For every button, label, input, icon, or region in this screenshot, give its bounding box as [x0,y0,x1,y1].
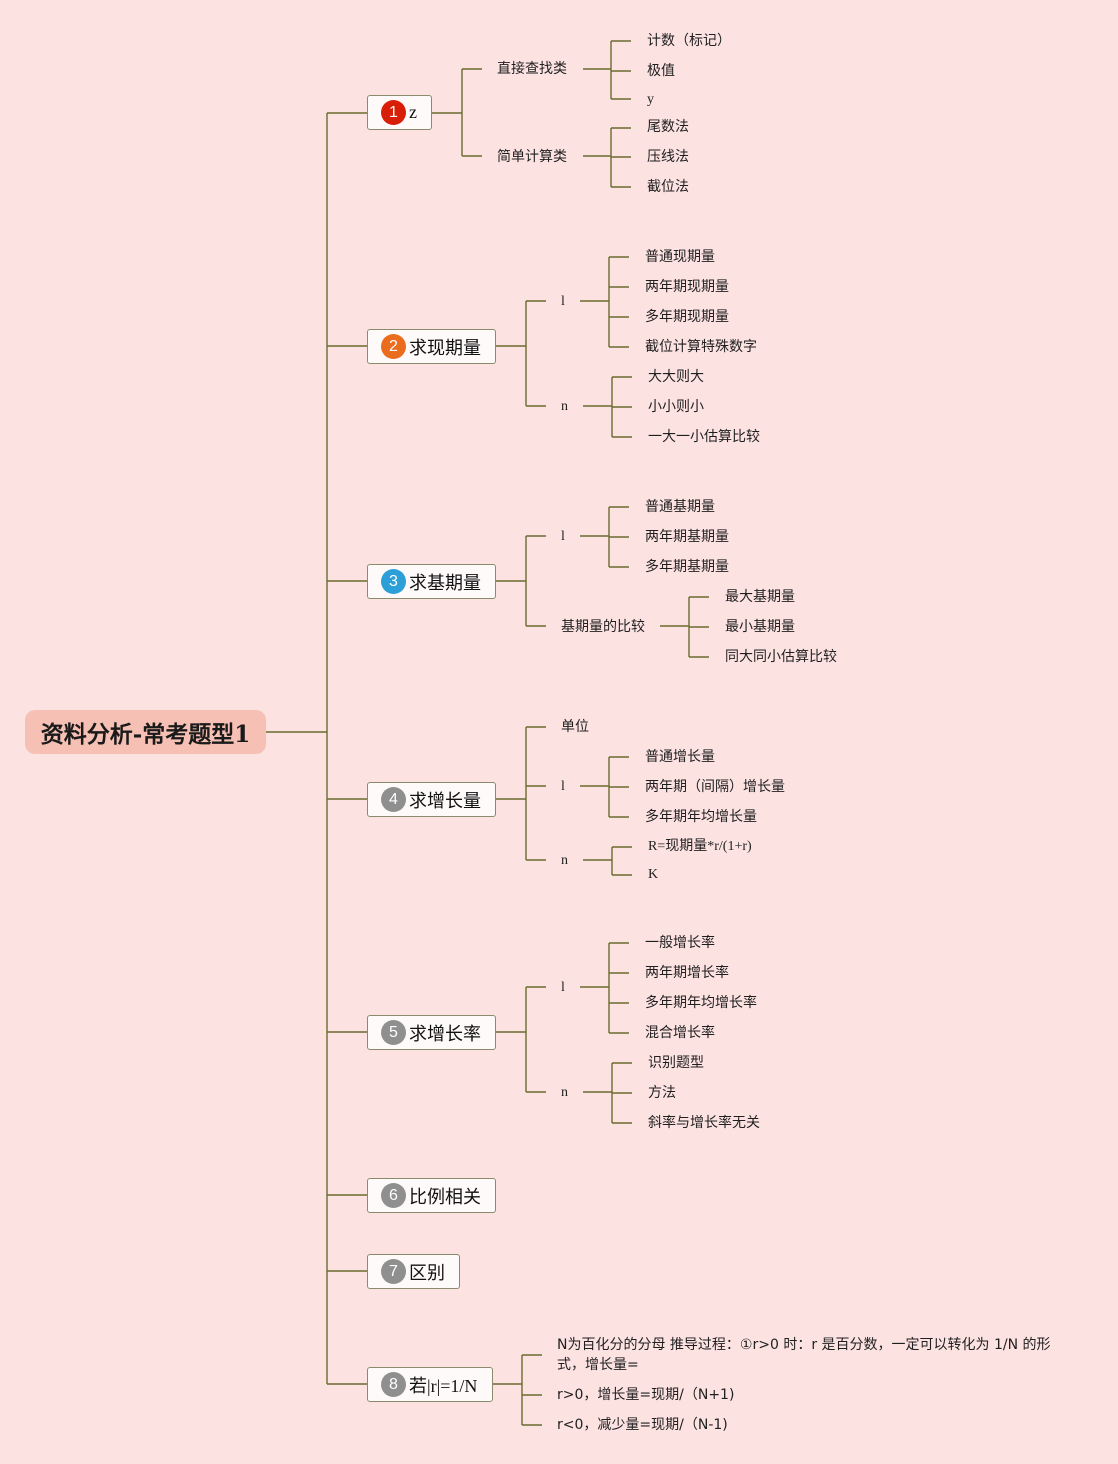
subtopic-l[interactable]: l [561,980,565,995]
subtopic-base-compare[interactable]: 基期量的比较 [561,619,645,635]
subtopic-direct-lookup[interactable]: 直接查找类 [497,61,567,77]
subtopic-n[interactable]: n [561,399,568,414]
topic-6-label: 比例相关 [409,1186,481,1208]
topic-1[interactable]: 1 z [367,95,432,130]
topic-4-label: 求增长量 [409,790,481,812]
leaf-item[interactable]: 截位计算特殊数字 [645,339,757,355]
leaf-item[interactable]: 同大同小估算比较 [725,649,837,665]
leaf-item[interactable]: r<0，减少量=现期/（N-1) [557,1417,728,1433]
number-7-icon: 7 [381,1259,406,1284]
leaf-item[interactable]: 方法 [648,1085,676,1101]
leaf-item[interactable]: 压线法 [647,149,689,165]
leaf-item[interactable]: 两年期现期量 [645,279,729,295]
topic-5[interactable]: 5 求增长率 [367,1015,496,1050]
leaf-item[interactable]: R=现期量*r/(1+r) [648,839,752,854]
subtopic-simple-calc[interactable]: 简单计算类 [497,149,567,165]
leaf-item[interactable]: 小小则小 [648,399,704,415]
subtopic-l[interactable]: l [561,529,565,544]
leaf-item[interactable]: 识别题型 [648,1055,704,1071]
leaf-item[interactable]: 多年期年均增长量 [645,809,757,825]
topic-6[interactable]: 6 比例相关 [367,1178,496,1213]
leaf-item[interactable]: 截位法 [647,179,689,195]
topic-3-label: 求基期量 [409,572,481,594]
leaf-item[interactable]: 普通增长量 [645,749,715,765]
leaf-item-derivation[interactable]: N为百化分的分母 推导过程：①r>0 时：r 是百分数，一定可以转化为 1/N … [557,1337,1051,1373]
leaf-item[interactable]: 一般增长率 [645,935,715,951]
topic-5-label: 求增长率 [409,1023,481,1045]
subtopic-l[interactable]: l [561,294,565,309]
subtopic-l[interactable]: l [561,779,565,794]
number-5-icon: 5 [381,1020,406,1045]
root-title: 资料分析-常考题型1 [40,721,251,748]
number-8-icon: 8 [381,1372,406,1397]
topic-2[interactable]: 2 求现期量 [367,329,496,364]
topic-8[interactable]: 8 若|r|=1/N [367,1367,493,1402]
leaf-item[interactable]: 普通现期量 [645,249,715,265]
leaf-item[interactable]: 斜率与增长率无关 [648,1115,760,1131]
number-2-icon: 2 [381,334,406,359]
subtopic-n[interactable]: n [561,1085,568,1100]
topic-1-label: z [409,102,417,122]
topic-8-label: 若|r|=1/N [409,1375,478,1396]
topic-3[interactable]: 3 求基期量 [367,564,496,599]
leaf-item[interactable]: 多年期基期量 [645,559,729,575]
number-6-icon: 6 [381,1183,406,1208]
leaf-item[interactable]: K [648,867,659,882]
leaf-item[interactable]: 多年期现期量 [645,309,729,325]
leaf-item[interactable]: 计数（标记） [647,33,731,49]
leaf-item[interactable]: 两年期（间隔）增长量 [645,779,785,795]
leaf-item[interactable]: 大大则大 [648,369,704,385]
leaf-item[interactable]: 普通基期量 [645,499,715,515]
number-1-icon: 1 [381,100,406,125]
subtopic-n[interactable]: n [561,853,568,868]
subtopic-unit[interactable]: 单位 [561,719,589,735]
number-4-icon: 4 [381,787,406,812]
leaf-item[interactable]: y [647,92,654,107]
leaf-item[interactable]: 两年期增长率 [645,965,729,981]
number-3-icon: 3 [381,569,406,594]
leaf-item[interactable]: 两年期基期量 [645,529,729,545]
leaf-item[interactable]: 最小基期量 [725,619,795,635]
topic-7[interactable]: 7 区别 [367,1254,460,1289]
leaf-item[interactable]: 极值 [647,63,675,79]
leaf-item[interactable]: 尾数法 [647,119,689,135]
leaf-item[interactable]: r>0，增长量=现期/（N+1) [557,1387,735,1403]
topic-4[interactable]: 4 求增长量 [367,782,496,817]
leaf-item[interactable]: 多年期年均增长率 [645,995,757,1011]
leaf-item[interactable]: 混合增长率 [645,1025,715,1041]
root-topic[interactable]: 资料分析-常考题型1 [25,710,266,754]
leaf-item[interactable]: 最大基期量 [725,589,795,605]
leaf-item[interactable]: 一大一小估算比较 [648,429,760,445]
topic-2-label: 求现期量 [409,337,481,359]
topic-7-label: 区别 [409,1262,445,1284]
